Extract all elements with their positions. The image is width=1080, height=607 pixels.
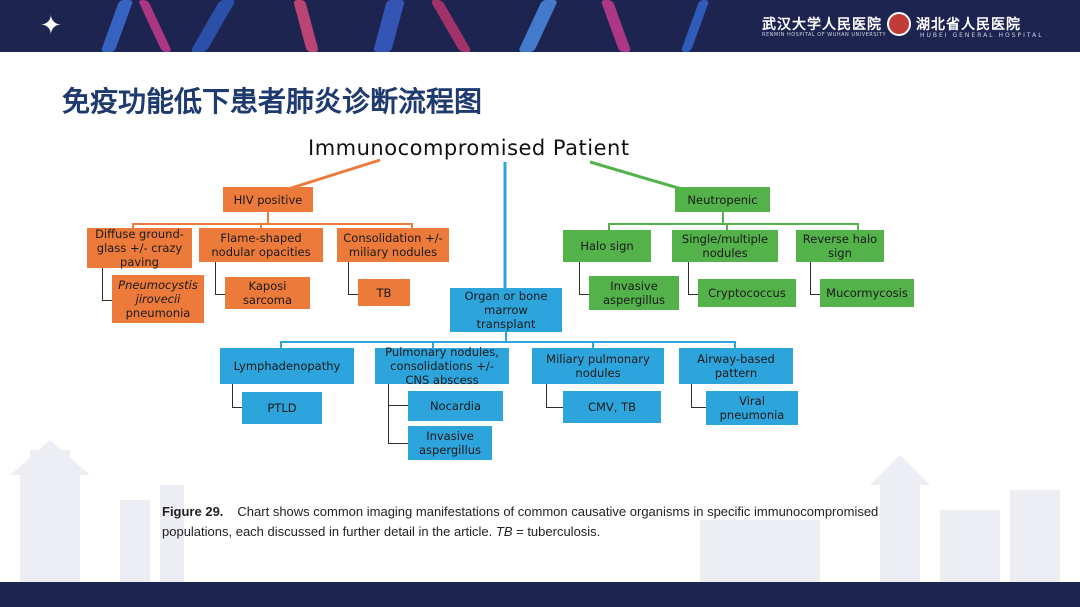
connector bbox=[432, 341, 434, 349]
connector bbox=[280, 341, 282, 349]
hospital-emblem-icon bbox=[887, 12, 911, 36]
lymphadenopathy-node: Lymphadenopathy bbox=[220, 348, 354, 384]
connector bbox=[688, 294, 698, 295]
figure-caption: Figure 29.Chart shows common imaging man… bbox=[162, 502, 922, 542]
root-connectors bbox=[284, 158, 686, 292]
caption-abbreviation: TB bbox=[495, 524, 513, 539]
pcp-node: Pneumocystis jirovecii pneumonia bbox=[112, 275, 204, 323]
caption-text-end: = tuberculosis. bbox=[512, 524, 601, 539]
tb-node: TB bbox=[358, 279, 410, 306]
header-decoration bbox=[137, 0, 173, 52]
connector bbox=[388, 384, 389, 444]
header-decoration bbox=[373, 0, 405, 52]
miliary-pulmonary-nodules-node: Miliary pulmonary nodules bbox=[532, 348, 664, 384]
connector bbox=[132, 223, 412, 225]
single-multiple-nodules-node: Single/multiple nodules bbox=[672, 230, 778, 262]
root-node-label: Immunocompromised Patient bbox=[308, 136, 630, 160]
connector bbox=[232, 407, 242, 408]
connector bbox=[546, 407, 563, 408]
halo-sign-node: Halo sign bbox=[563, 230, 651, 262]
footer-bar bbox=[0, 582, 1080, 607]
pulmonary-nodules-node: Pulmonary nodules, consolidations +/- CN… bbox=[375, 345, 509, 387]
flowchart: Immunocompromised Patient HIV positive D… bbox=[80, 130, 940, 490]
diffuse-ground-glass-node: Diffuse ground-glass +/- crazy paving bbox=[87, 227, 192, 269]
connector bbox=[722, 212, 724, 224]
invasive-aspergillus-neutropenic-node: Invasive aspergillus bbox=[589, 276, 679, 310]
connector bbox=[734, 341, 736, 349]
connector bbox=[348, 262, 349, 295]
connector bbox=[608, 223, 858, 225]
viral-pneumonia-node: Viral pneumonia bbox=[706, 391, 798, 425]
crane-logo-icon: ✦ bbox=[40, 10, 62, 40]
header-bar: ✦ 武汉大学人民医院 RENMIN HOSPITAL OF WUHAN UNIV… bbox=[0, 0, 1080, 52]
connector bbox=[388, 443, 408, 444]
connector bbox=[280, 341, 735, 343]
hospital-right-name: 湖北省人民医院 bbox=[916, 17, 1021, 33]
mucormycosis-node: Mucormycosis bbox=[820, 279, 914, 307]
consolidation-node: Consolidation +/- miliary nodules bbox=[337, 228, 449, 262]
connector bbox=[579, 262, 580, 295]
connector bbox=[132, 223, 134, 231]
header-decoration bbox=[680, 0, 710, 52]
connector bbox=[579, 294, 589, 295]
connector bbox=[608, 223, 610, 231]
connector bbox=[232, 384, 233, 408]
connector bbox=[810, 294, 820, 295]
caption-text: Chart shows common imaging manifestation… bbox=[162, 504, 879, 539]
connector bbox=[691, 384, 692, 408]
kaposi-sarcoma-node: Kaposi sarcoma bbox=[225, 277, 310, 309]
connector bbox=[411, 223, 413, 231]
header-decoration bbox=[293, 0, 319, 52]
connector bbox=[102, 300, 112, 301]
pcp-suffix: pneumonia bbox=[125, 306, 191, 320]
connector bbox=[857, 223, 859, 231]
connector bbox=[810, 262, 811, 295]
airway-based-pattern-node: Airway-based pattern bbox=[679, 348, 793, 384]
connector bbox=[691, 407, 706, 408]
neutropenic-node: Neutropenic bbox=[675, 187, 770, 212]
header-decoration bbox=[600, 0, 632, 52]
hospital-left-name: 武汉大学人民医院 bbox=[762, 17, 882, 33]
cmv-tb-node: CMV, TB bbox=[563, 391, 661, 423]
hospital-left-sub: RENMIN HOSPITAL OF WUHAN UNIVERSITY bbox=[762, 32, 887, 38]
hospital-right-sub: HUBEI GENERAL HOSPITAL bbox=[920, 32, 1044, 39]
city-skyline-decoration bbox=[10, 440, 1060, 582]
connector bbox=[215, 262, 216, 295]
connector bbox=[505, 332, 507, 342]
pcp-organism-name: Pneumocystis jirovecii bbox=[118, 278, 198, 306]
connector bbox=[215, 294, 225, 295]
slide-title: 免疫功能低下患者肺炎诊断流程图 bbox=[62, 85, 483, 118]
header-decoration bbox=[517, 0, 559, 52]
cryptococcus-node: Cryptococcus bbox=[698, 279, 796, 307]
nocardia-node: Nocardia bbox=[408, 391, 503, 421]
invasive-aspergillus-transplant-node: Invasive aspergillus bbox=[408, 426, 492, 460]
header-decoration bbox=[100, 0, 134, 52]
connector bbox=[102, 268, 103, 301]
reverse-halo-sign-node: Reverse halo sign bbox=[796, 230, 884, 262]
header-decoration bbox=[189, 0, 237, 52]
connector bbox=[546, 384, 547, 408]
transplant-node: Organ or bone marrow transplant bbox=[450, 288, 562, 332]
connector bbox=[267, 212, 269, 224]
connector bbox=[348, 294, 358, 295]
connector bbox=[388, 405, 408, 406]
connector bbox=[688, 262, 689, 295]
header-decoration bbox=[429, 0, 473, 52]
flame-shaped-node: Flame-shaped nodular opacities bbox=[199, 228, 323, 262]
connector bbox=[260, 223, 262, 231]
ptld-node: PTLD bbox=[242, 392, 322, 424]
connector bbox=[592, 341, 594, 349]
connector bbox=[726, 223, 728, 231]
figure-label: Figure 29. bbox=[162, 504, 224, 519]
hiv-positive-node: HIV positive bbox=[223, 187, 313, 212]
